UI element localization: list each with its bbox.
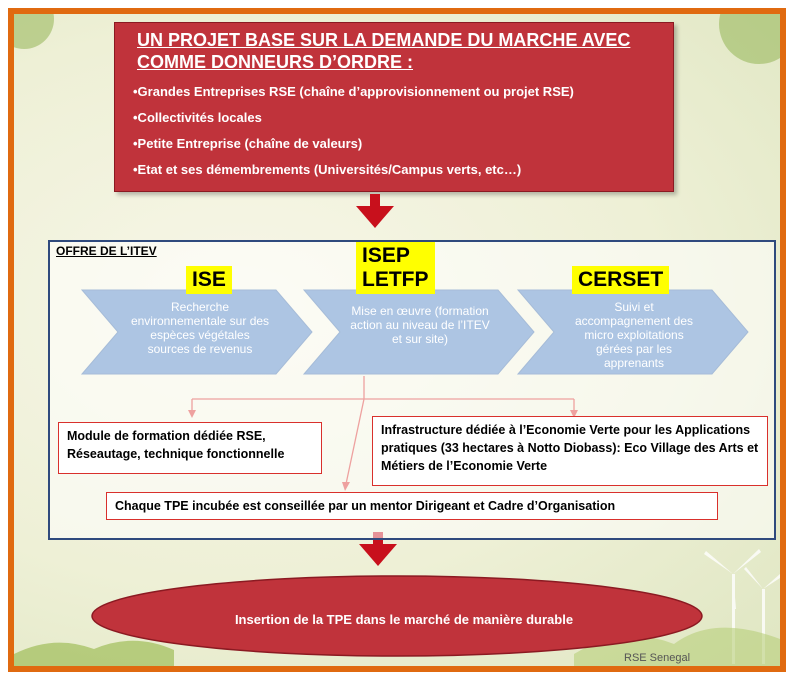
client-list-item: •Collectivités locales: [133, 110, 262, 125]
step-ise-text: Recherche environnementale sur des espèc…: [130, 300, 270, 356]
down-arrow-icon: [356, 194, 394, 228]
tag-cerset: CERSET: [572, 266, 670, 294]
client-list-item: •Etat et ses démembrements (Universités/…: [133, 162, 522, 177]
client-list-item: •Petite Entreprise (chaîne de valeurs): [133, 136, 363, 151]
foliage-decor: [719, 14, 780, 64]
module-box: Module de formation dédiée RSE, Réseauta…: [58, 422, 322, 474]
foliage-decor: [14, 14, 54, 49]
tag-ise: ISE: [186, 266, 232, 294]
grass-decor: [14, 640, 174, 666]
client-list-item: •Grandes Entreprises RSE (chaîne d’appro…: [133, 84, 574, 99]
mentor-box: Chaque TPE incubée est conseillée par un…: [106, 492, 718, 520]
demand-box: UN PROJET BASE SUR LA DEMANDE DU MARCHE …: [114, 22, 674, 192]
slide: UN PROJET BASE SUR LA DEMANDE DU MARCHE …: [8, 8, 786, 672]
result-text: Insertion de la TPE dans le marché de ma…: [234, 612, 574, 627]
tag-isep-letfp: ISEP LETFP: [356, 242, 435, 294]
wind-turbine-icon: [704, 549, 780, 664]
itev-label: OFFRE DE L’ITEV: [56, 244, 157, 258]
down-arrow-icon: [359, 532, 397, 566]
step-cerset-text: Suivi et accompagnement des micro exploi…: [574, 300, 694, 370]
infrastructure-box: Infrastructure dédiée à l’Economie Verte…: [372, 416, 768, 486]
client-list: •Grandes Entreprises RSE (chaîne d’appro…: [133, 79, 659, 183]
footer-text: RSE Senegal: [624, 652, 691, 664]
demand-title: UN PROJET BASE SUR LA DEMANDE DU MARCHE …: [137, 30, 631, 72]
step-isep-text: Mise en œuvre (formation action au nivea…: [350, 304, 490, 346]
result-ellipse: [91, 575, 703, 657]
background-decor: [14, 14, 780, 666]
